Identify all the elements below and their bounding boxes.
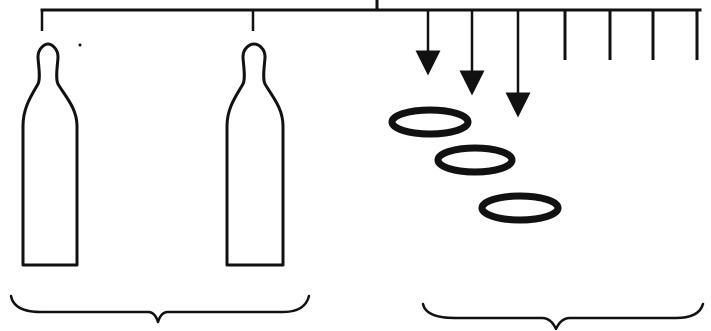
bottom-braces xyxy=(9,294,705,331)
left-bottle-group xyxy=(21,10,285,267)
ring-3 xyxy=(478,192,562,224)
right-brace xyxy=(421,302,705,331)
top-line xyxy=(40,0,702,12)
rings xyxy=(388,106,562,224)
left-brace xyxy=(9,294,311,324)
bottle-1 xyxy=(21,42,79,267)
ring-1 xyxy=(388,106,472,138)
arrow-lines xyxy=(415,10,531,118)
plain-lines xyxy=(563,10,699,60)
ring-2 xyxy=(434,144,516,176)
speck-mark xyxy=(78,43,82,47)
bottle-2 xyxy=(225,42,285,267)
